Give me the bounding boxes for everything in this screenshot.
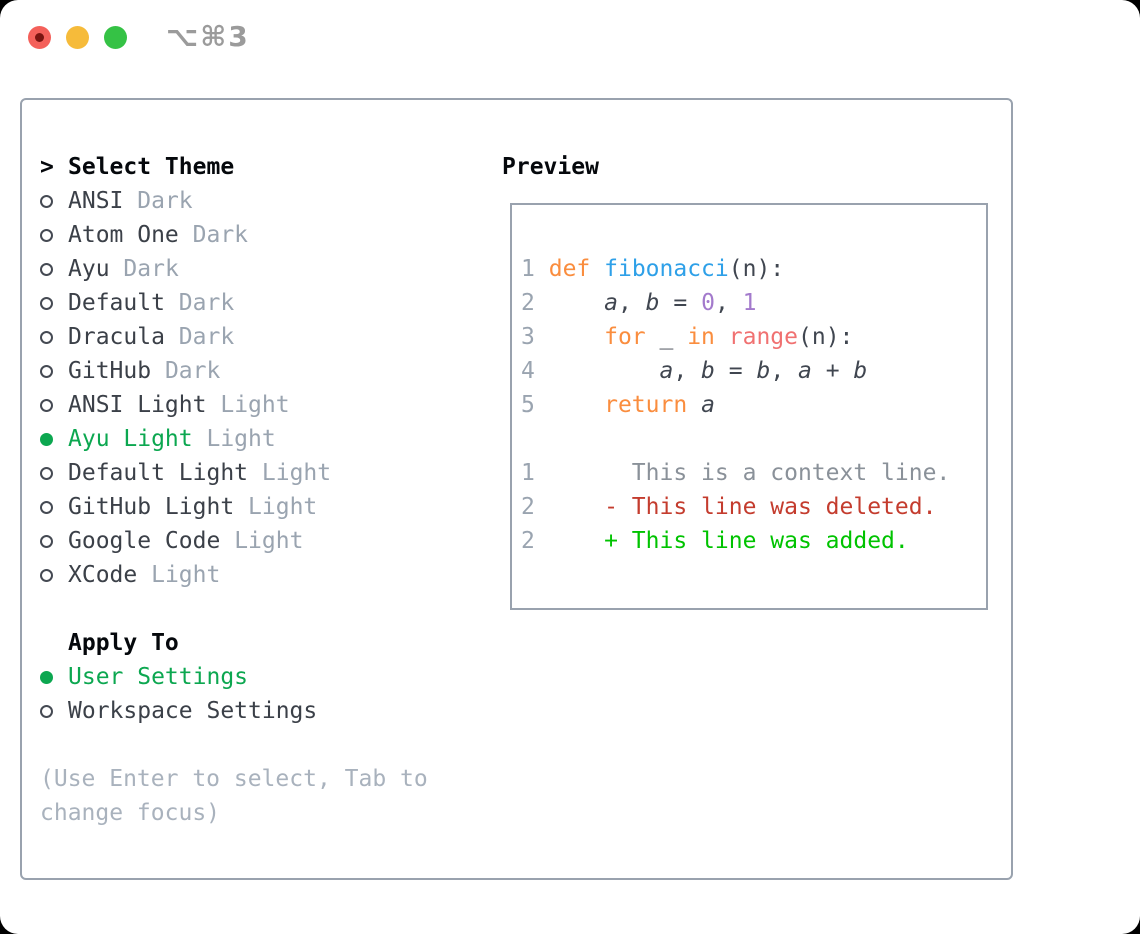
theme-item-github[interactable]: GitHub Dark — [40, 354, 428, 388]
apply-to-header-label: Apply To — [68, 630, 179, 656]
radio-unselected-icon — [40, 228, 53, 242]
theme-variant-tag: Dark — [137, 188, 193, 214]
radio-unselected-icon — [40, 262, 53, 276]
theme-variant-tag: Dark — [178, 290, 235, 316]
theme-item-dracula[interactable]: Dracula Dark — [40, 320, 428, 354]
theme-item-google-code[interactable]: Google Code Light — [40, 524, 428, 558]
theme-item-github-light[interactable]: GitHub Light Light — [40, 490, 428, 524]
radio-unselected-icon — [40, 330, 53, 344]
theme-variant-tag: Dark — [178, 324, 235, 350]
theme-variant-tag: Dark — [192, 222, 249, 248]
minimize-button-icon[interactable] — [66, 26, 89, 49]
zoom-button-icon[interactable] — [104, 26, 127, 49]
radio-unselected-icon — [40, 398, 53, 412]
spacer — [40, 728, 428, 762]
keyboard-hint-line: change focus) — [40, 800, 221, 826]
theme-item-label: Default Light — [68, 460, 249, 486]
keyboard-hint-line: (Use Enter to select, Tab to — [40, 766, 428, 792]
theme-item-label: GitHub — [68, 358, 152, 384]
radio-unselected-icon — [40, 568, 53, 582]
apply-option-label: User Settings — [68, 664, 249, 690]
theme-item-label: GitHub Light — [68, 494, 235, 520]
spacer — [40, 592, 428, 626]
theme-item-label: Dracula — [68, 324, 165, 350]
theme-item-ayu-light[interactable]: Ayu Light Light — [40, 422, 428, 456]
theme-list-header-label: Select Theme — [68, 154, 235, 180]
window-title: ⌥⌘3 — [166, 20, 250, 53]
window-controls — [28, 26, 127, 49]
theme-variant-tag: Light — [261, 460, 332, 486]
theme-item-label: Ayu Light — [68, 426, 193, 452]
radio-unselected-icon — [40, 296, 53, 310]
theme-variant-tag: Light — [234, 528, 304, 554]
theme-variant-tag: Light — [206, 426, 276, 452]
code-preview: 1 def fibonacci(n): 2 a, b = 0, 1 3 for … — [521, 256, 951, 554]
radio-unselected-icon — [40, 194, 53, 208]
apply-to-header: Apply To — [40, 626, 428, 660]
theme-item-ayu[interactable]: Ayu Dark — [40, 252, 428, 286]
theme-item-default[interactable]: Default Dark — [40, 286, 428, 320]
theme-item-label: Google Code — [68, 528, 221, 554]
theme-item-atom-one[interactable]: Atom One Dark — [40, 218, 428, 252]
theme-variant-tag: Dark — [123, 256, 179, 282]
apply-option-workspace-settings[interactable]: Workspace Settings — [40, 694, 428, 728]
theme-item-xcode[interactable]: XCode Light — [40, 558, 428, 592]
radio-unselected-icon — [40, 466, 53, 480]
theme-item-label: ANSI — [68, 188, 124, 214]
close-button-icon[interactable] — [28, 26, 51, 49]
radio-unselected-icon — [40, 364, 53, 378]
keyboard-hint: (Use Enter to select, Tab to change focus… — [40, 762, 428, 830]
theme-variant-tag: Light — [248, 494, 318, 520]
radio-unselected-icon — [40, 704, 53, 718]
theme-item-label: Default — [68, 290, 165, 316]
radio-unselected-icon — [40, 534, 53, 548]
radio-unselected-icon — [40, 500, 53, 514]
radio-selected-icon — [40, 432, 53, 446]
theme-item-label: Ayu — [68, 256, 110, 282]
theme-item-ansi-light[interactable]: ANSI Light Light — [40, 388, 428, 422]
theme-item-ansi[interactable]: ANSI Dark — [40, 184, 428, 218]
theme-list-header: > Select Theme — [40, 150, 428, 184]
theme-item-label: ANSI Light — [68, 392, 207, 418]
preview-header: Preview — [502, 154, 599, 180]
theme-variant-tag: Dark — [164, 358, 221, 384]
theme-variant-tag: Light — [220, 392, 290, 418]
preview-pane: 1 def fibonacci(n): 2 a, b = 0, 1 3 for … — [510, 203, 988, 610]
apply-option-label: Workspace Settings — [68, 698, 318, 724]
theme-variant-tag: Light — [151, 562, 221, 588]
apply-option-user-settings[interactable]: User Settings — [40, 660, 428, 694]
theme-item-label: XCode — [68, 562, 138, 588]
theme-item-label: Atom One — [68, 222, 179, 248]
theme-item-default-light[interactable]: Default Light Light — [40, 456, 428, 490]
cursor-prefix-icon: > — [40, 154, 54, 180]
radio-selected-icon — [40, 670, 53, 684]
